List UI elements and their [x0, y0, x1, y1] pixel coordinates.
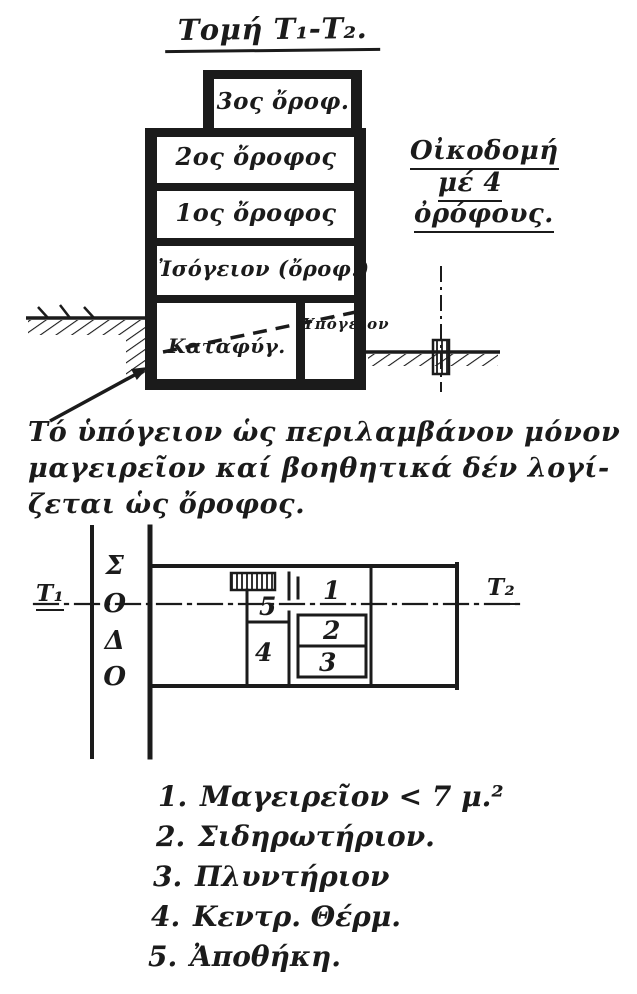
floor-plan — [32, 524, 528, 760]
top-floor-right-wall — [351, 70, 362, 133]
room-number-1: 1 — [323, 576, 341, 605]
basement-label: Ὑπόγειον — [300, 315, 390, 333]
street-letter-2: Ο — [103, 589, 127, 619]
note-line-3: ζεται ὡς ὄροφος. — [28, 489, 306, 520]
side-note-line-1: Οἰκοδομή — [410, 136, 559, 170]
legend-item-label: Κεντρ. Θέρμ. — [193, 900, 402, 933]
legend-item-number: 2. — [156, 820, 186, 853]
stairs-hatch — [229, 571, 277, 592]
main-left-wall — [145, 128, 157, 390]
room-number-2: 2 — [323, 616, 341, 645]
legend-item: 2. Σιδηρωτήριον. — [156, 820, 504, 854]
street-letter-1: Σ — [105, 551, 125, 581]
pointer-arrow — [49, 367, 148, 423]
room-number-4: 4 — [255, 638, 273, 667]
floor-label-2: 2ος ὄροφος — [175, 142, 337, 171]
legend-item-label: Σιδηρωτήριον. — [198, 820, 435, 853]
ground-left — [26, 304, 147, 377]
basement-partition-wall — [296, 303, 305, 379]
building-section-walls — [145, 70, 366, 390]
side-note-line-3: ὀρόφους. — [414, 199, 554, 233]
legend-item-label: Πλυντήριον — [195, 860, 390, 893]
legend-item: 3. Πλυντήριον — [153, 860, 504, 894]
page-title: Τομή Τ₁-Τ₂. — [164, 10, 381, 54]
ground-hatch-left — [28, 320, 146, 335]
legend-item-number: 5. — [148, 940, 178, 973]
marker-post — [431, 338, 451, 376]
side-note-line-2: μέ 4 — [438, 168, 502, 202]
room-number-5: 5 — [259, 592, 277, 621]
legend-item: 4. Κεντρ. Θέρμ. — [151, 900, 504, 934]
room-number-3: 3 — [319, 648, 337, 677]
axis-marker — [431, 266, 451, 392]
slab-2 — [145, 183, 366, 191]
section-mark-t2: Τ₂ — [487, 574, 516, 605]
roof-slab — [203, 70, 362, 79]
foundation-slab — [145, 379, 366, 390]
section-mark-t1: Τ₁ — [36, 580, 65, 611]
legend-item: 1. Μαγειρεῖον < 7 μ.² — [158, 780, 504, 814]
legend-item: 5. Ἀποθήκη. — [148, 940, 504, 974]
legend-item-number: 4. — [151, 900, 181, 933]
note-line-1: Τό ὑπόγειον ὡς περιλαμβάνον μόνον — [28, 417, 621, 448]
arrow-head — [131, 367, 148, 380]
legend-item-number: 1. — [158, 780, 188, 813]
main-right-wall — [354, 128, 366, 390]
ground-hatch-wall — [126, 335, 146, 377]
shelter-label: Καταφύγ. — [168, 334, 286, 358]
note-line-2: μαγειρεῖον καί βοηθητικά δέν λογί- — [28, 453, 610, 484]
street-letter-3: Δ — [104, 626, 126, 656]
legend: 1. Μαγειρεῖον < 7 μ.² 2. Σιδηρωτήριον. 3… — [148, 780, 504, 980]
street-letter-4: Ο — [103, 662, 127, 692]
legend-item-label: Μαγειρεῖον < 7 μ.² — [200, 780, 504, 813]
slab-1 — [145, 238, 366, 246]
floor-label-ground: Ἰσόγειον (ὄροφ.) — [158, 256, 370, 281]
floor-label-3: 3ος ὄροφ. — [216, 88, 350, 115]
slab-3 — [145, 128, 366, 137]
legend-item-number: 3. — [153, 860, 183, 893]
basement-dashed-line — [162, 310, 357, 354]
slab-ground — [145, 295, 366, 303]
legend-item-label: Ἀποθήκη. — [190, 940, 342, 973]
top-floor-left-wall — [203, 70, 214, 133]
floor-label-1: 1ος ὄροφος — [175, 198, 337, 227]
